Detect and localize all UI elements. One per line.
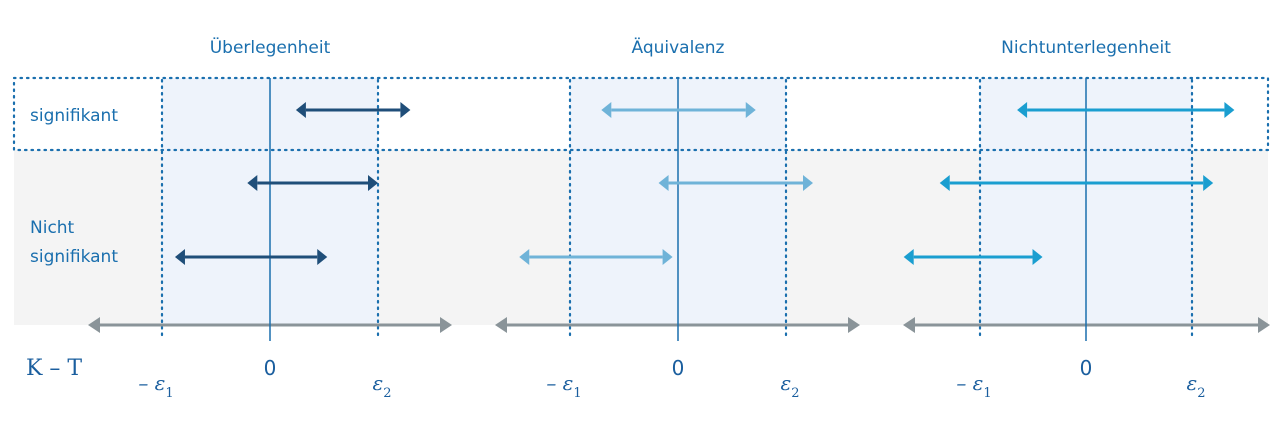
tick-zero: 0 [672, 356, 685, 380]
confidence-interval [174, 249, 328, 265]
tick-zero: 0 [264, 356, 277, 380]
arrowhead-right-icon [848, 317, 860, 333]
arrowhead-left-icon [247, 175, 258, 191]
tick-zero: 0 [1080, 356, 1093, 380]
panel-title: Nichtunterlegenheit [1001, 38, 1171, 58]
row-label-not-significant-2: signifikant [30, 247, 118, 267]
arrowhead-left-icon [519, 249, 530, 265]
row-label-not-significant-1: Nicht [30, 218, 75, 238]
arrowhead-right-icon [400, 102, 411, 118]
arrowhead-right-icon [1258, 317, 1270, 333]
arrowhead-left-icon [658, 175, 669, 191]
tick-neg-epsilon1: – ε1 [956, 371, 991, 401]
row-label-significant: signifikant [30, 106, 118, 126]
arrowhead-left-icon [495, 317, 507, 333]
arrowhead-right-icon [1032, 249, 1043, 265]
panel-2: Äquivalenz 0 – ε1 ε2 [495, 37, 860, 401]
arrowhead-left-icon [939, 175, 950, 191]
arrowhead-right-icon [440, 317, 452, 333]
axis-label: K – T [26, 356, 82, 381]
tick-epsilon2: ε2 [372, 371, 391, 401]
arrowhead-left-icon [601, 102, 612, 118]
panel-title: Äquivalenz [632, 37, 725, 58]
confidence-interval [295, 102, 411, 118]
panel-3: Nichtunterlegenheit 0 – ε1 ε2 [903, 38, 1270, 401]
arrowhead-right-icon [803, 175, 813, 191]
confidence-interval [247, 175, 378, 191]
arrowhead-left-icon [903, 317, 915, 333]
arrowhead-left-icon [88, 317, 100, 333]
tick-epsilon2: ε2 [1186, 371, 1205, 401]
arrowhead-left-icon [903, 249, 914, 265]
arrowhead-left-icon [1017, 102, 1028, 118]
confidence-interval [939, 175, 1214, 191]
arrowhead-right-icon [662, 249, 673, 265]
panel-title: Überlegenheit [210, 36, 331, 58]
arrowhead-right-icon [368, 175, 378, 191]
arrowhead-right-icon [1224, 102, 1235, 118]
arrowhead-left-icon [174, 249, 185, 265]
confidence-interval [519, 249, 673, 265]
tick-neg-epsilon1: – ε1 [138, 371, 173, 401]
confidence-interval [601, 102, 756, 118]
arrowhead-right-icon [1203, 175, 1214, 191]
confidence-interval [658, 175, 813, 191]
confidence-interval [903, 249, 1043, 265]
arrowhead-right-icon [745, 102, 756, 118]
confidence-interval [1017, 102, 1235, 118]
arrowhead-left-icon [295, 102, 306, 118]
tick-neg-epsilon1: – ε1 [546, 371, 581, 401]
arrowhead-right-icon [317, 249, 328, 265]
tick-epsilon2: ε2 [780, 371, 799, 401]
